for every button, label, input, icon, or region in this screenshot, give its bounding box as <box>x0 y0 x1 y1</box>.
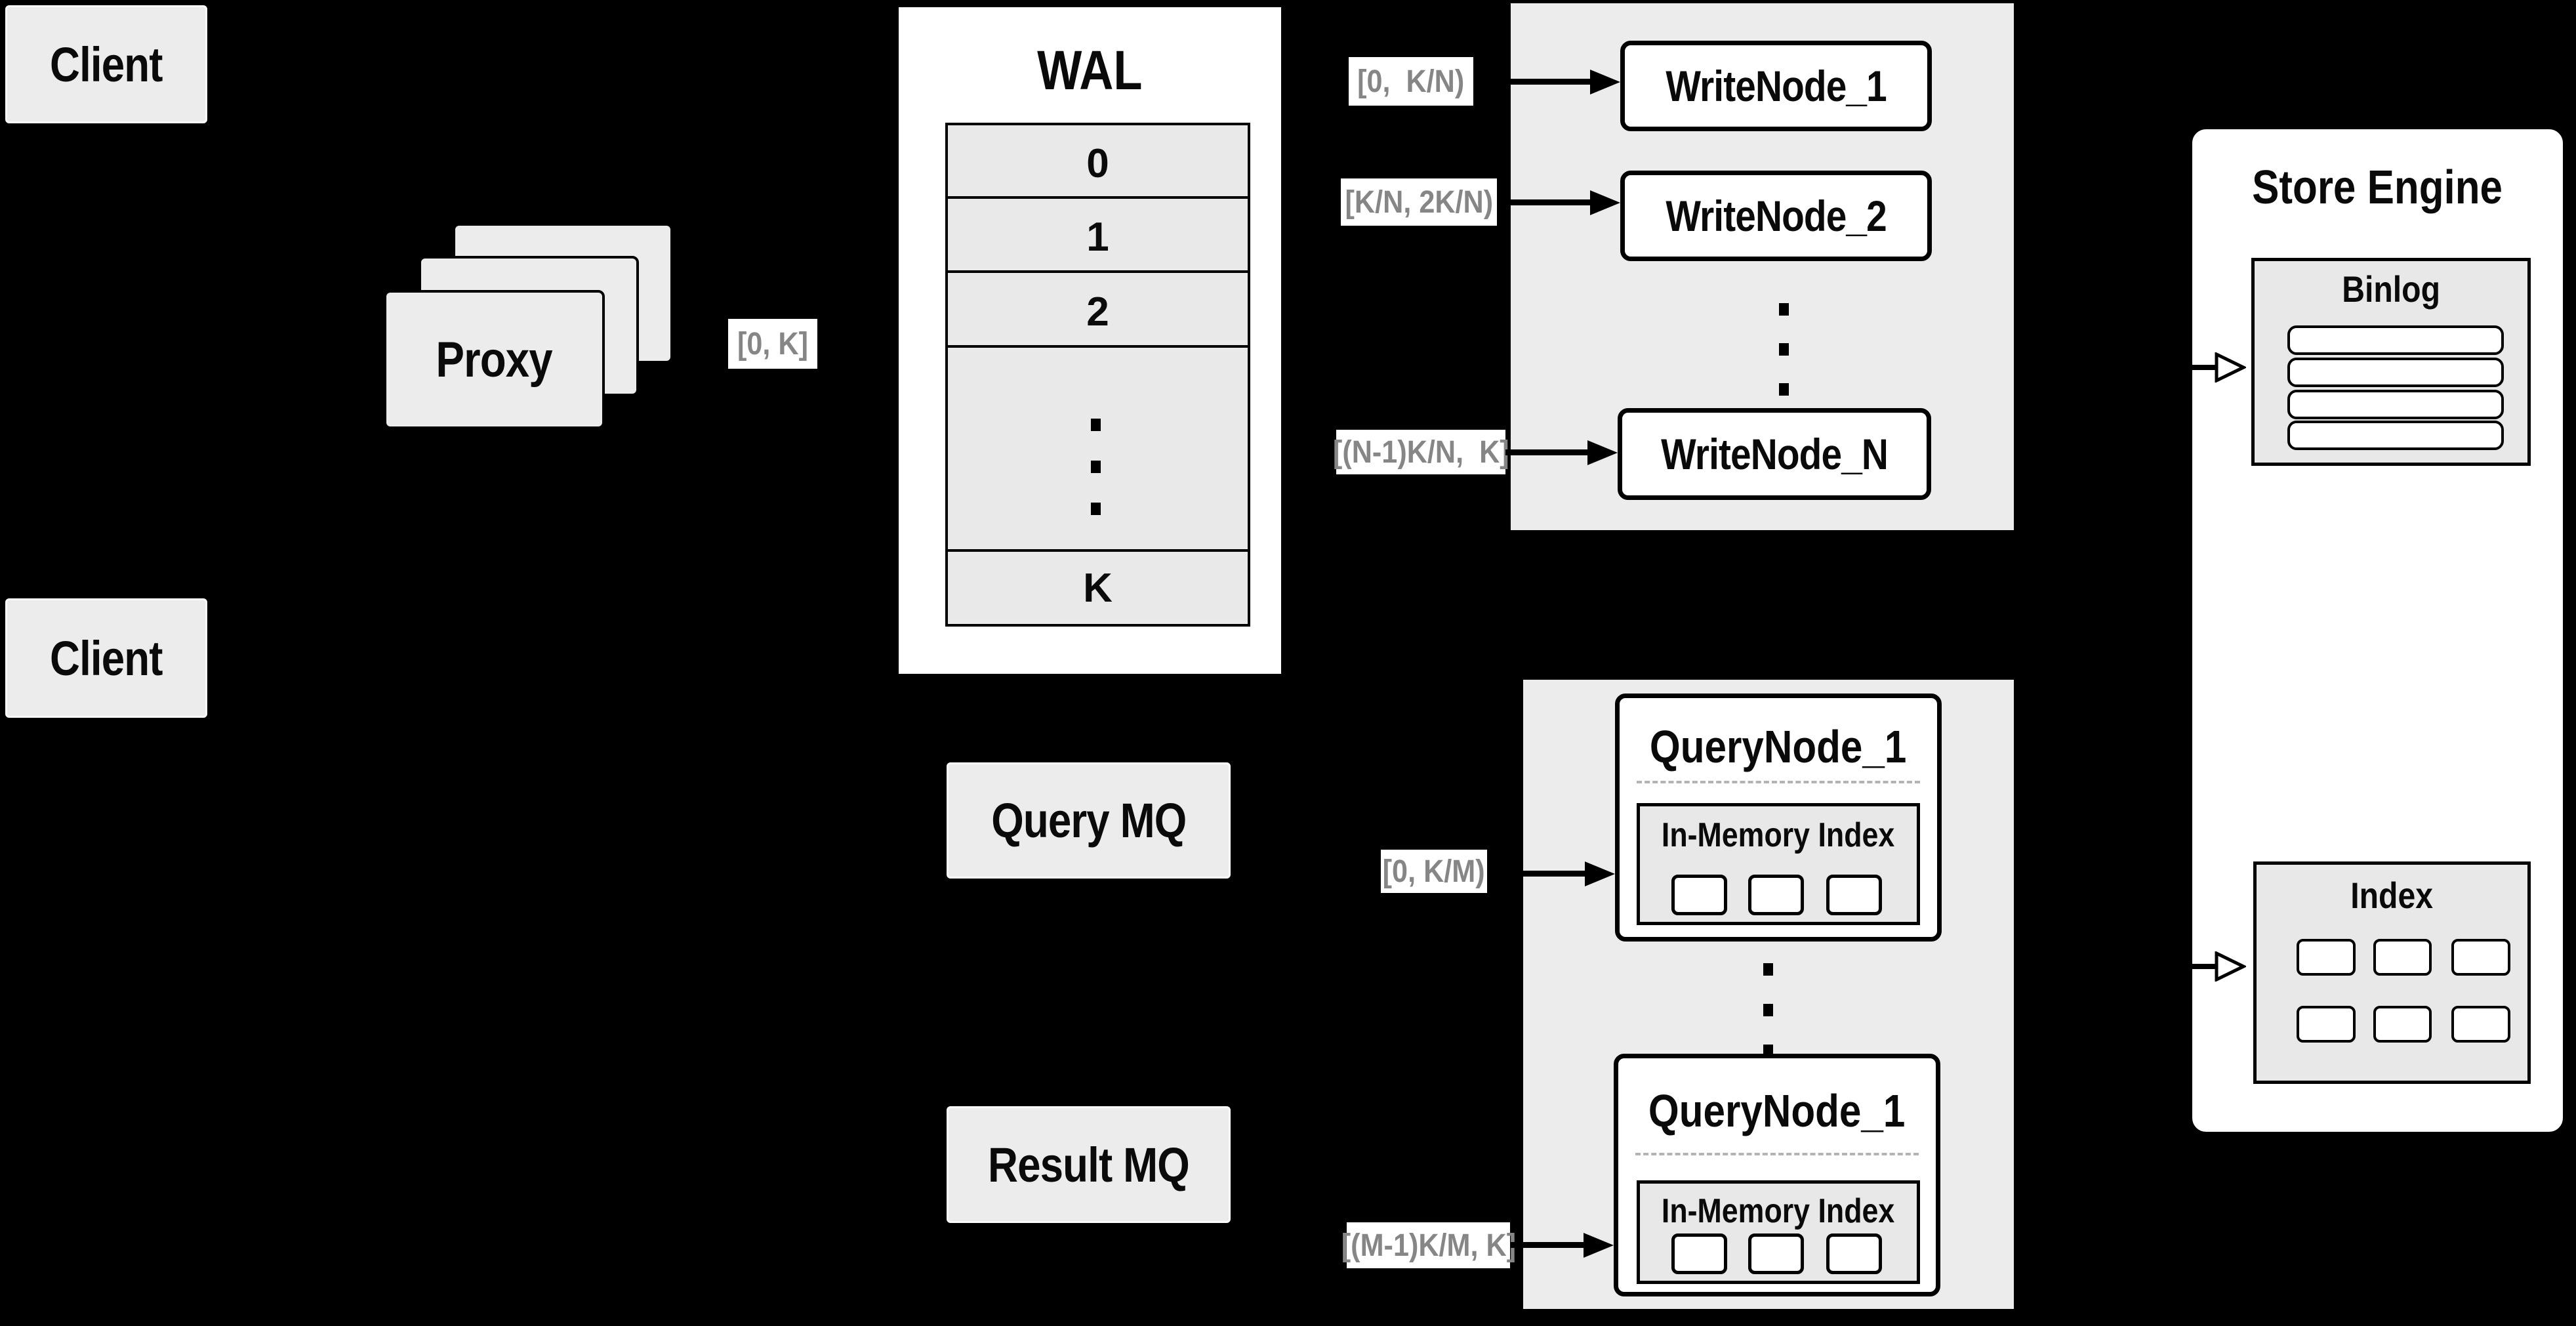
arrow-line-write-n <box>1505 449 1590 455</box>
arrow-line-index <box>2189 964 2217 969</box>
store-engine-title: Store Engine <box>2252 161 2503 214</box>
proxy-label: Proxy <box>436 331 553 388</box>
ellipsis-dot <box>1779 303 1789 316</box>
query-mq-node: Query MQ <box>947 762 1231 879</box>
binlog-row <box>2287 358 2504 387</box>
arrow-head-write-n <box>1587 440 1618 465</box>
binlog-row <box>2287 325 2504 355</box>
ellipsis-dot <box>1763 1004 1773 1016</box>
wal-segment-ellipsis <box>945 345 1250 557</box>
index-cell <box>2451 939 2510 976</box>
wal-box: WAL 0 1 2 K <box>895 4 1284 677</box>
range-label-proxy-wal: [0, K] <box>728 319 817 369</box>
dashed-divider <box>1637 781 1920 783</box>
dashed-divider <box>1635 1153 1919 1155</box>
ellipsis-dot <box>1091 503 1101 515</box>
range-label-write-n: [(N-1)K/N, K] <box>1333 430 1509 474</box>
in-memory-index-title: In-Memory Index <box>1662 1192 1895 1230</box>
arrow-head-query-m <box>1584 1233 1614 1258</box>
in-memory-index-box-top: In-Memory Index <box>1637 803 1920 925</box>
arrow-line-query-m <box>1510 1242 1584 1248</box>
binlog-box: Binlog <box>2251 258 2531 466</box>
query-node-top-title: QueryNode_1 <box>1650 721 1907 772</box>
client-node-top: Client <box>5 5 207 123</box>
wal-segment-k: K <box>945 549 1250 627</box>
index-segment-cell <box>1671 875 1727 915</box>
ellipsis-dot <box>1763 963 1773 976</box>
query-node-bottom: QueryNode_1 In-Memory Index <box>1614 1054 1940 1296</box>
hollow-arrow-head-binlog <box>2215 352 2246 383</box>
ellipsis-dot <box>1779 383 1789 396</box>
index-segment-cell <box>1671 1233 1727 1274</box>
range-label-query-m: [(M-1)K/M, K] <box>1341 1222 1516 1268</box>
write-node-2: WriteNode_2 <box>1620 171 1932 261</box>
index-cell <box>2297 1006 2356 1043</box>
query-node-top: QueryNode_1 In-Memory Index <box>1615 694 1942 942</box>
result-mq-node: Result MQ <box>947 1106 1231 1223</box>
range-label-query-1: [0, K/M) <box>1381 850 1487 893</box>
index-cell <box>2373 1006 2432 1043</box>
index-title: Index <box>2350 875 2434 916</box>
write-node-1: WriteNode_1 <box>1620 41 1932 131</box>
store-engine-box: Store Engine Binlog Index <box>2189 126 2566 1135</box>
binlog-title: Binlog <box>2342 268 2440 310</box>
arrow-line-query-1 <box>1487 871 1585 877</box>
index-box: Index <box>2253 861 2531 1084</box>
binlog-row <box>2287 421 2504 450</box>
arrow-head-write-1 <box>1590 70 1620 94</box>
arrow-head-query-1 <box>1585 861 1615 886</box>
index-segment-cell <box>1748 1233 1804 1274</box>
index-cell <box>2297 939 2356 976</box>
wal-segment-2: 2 <box>945 270 1250 353</box>
client-node-bottom: Client <box>5 598 207 718</box>
range-label-write-2: [K/N, 2K/N) <box>1341 178 1497 226</box>
ellipsis-dot <box>1091 419 1101 431</box>
wal-segment-1: 1 <box>945 196 1250 278</box>
client-top-label: Client <box>50 37 163 92</box>
ellipsis-dot <box>1091 461 1101 473</box>
hollow-arrow-head-index <box>2215 951 2246 982</box>
query-node-bottom-title: QueryNode_1 <box>1648 1085 1906 1136</box>
index-segment-cell <box>1826 1233 1882 1274</box>
wal-title: WAL <box>1037 39 1143 101</box>
wal-segment-0: 0 <box>945 123 1250 204</box>
write-node-n: WriteNode_N <box>1618 408 1931 500</box>
index-cell <box>2451 1006 2510 1043</box>
arrow-line-write-2 <box>1497 199 1593 205</box>
client-bottom-label: Client <box>50 631 163 686</box>
index-cell <box>2373 939 2432 976</box>
arrow-head-write-2 <box>1590 190 1620 215</box>
index-segment-cell <box>1748 875 1804 915</box>
in-memory-index-title: In-Memory Index <box>1662 816 1895 854</box>
range-label-write-1: [0, K/N) <box>1349 57 1473 106</box>
proxy-card-front: Proxy <box>384 290 605 429</box>
arrow-line-binlog <box>2189 365 2217 370</box>
in-memory-index-box-bottom: In-Memory Index <box>1637 1180 1920 1284</box>
binlog-row <box>2287 390 2504 419</box>
ellipsis-dot <box>1779 343 1789 356</box>
index-segment-cell <box>1826 875 1882 915</box>
arrow-line-write-1 <box>1473 79 1593 85</box>
